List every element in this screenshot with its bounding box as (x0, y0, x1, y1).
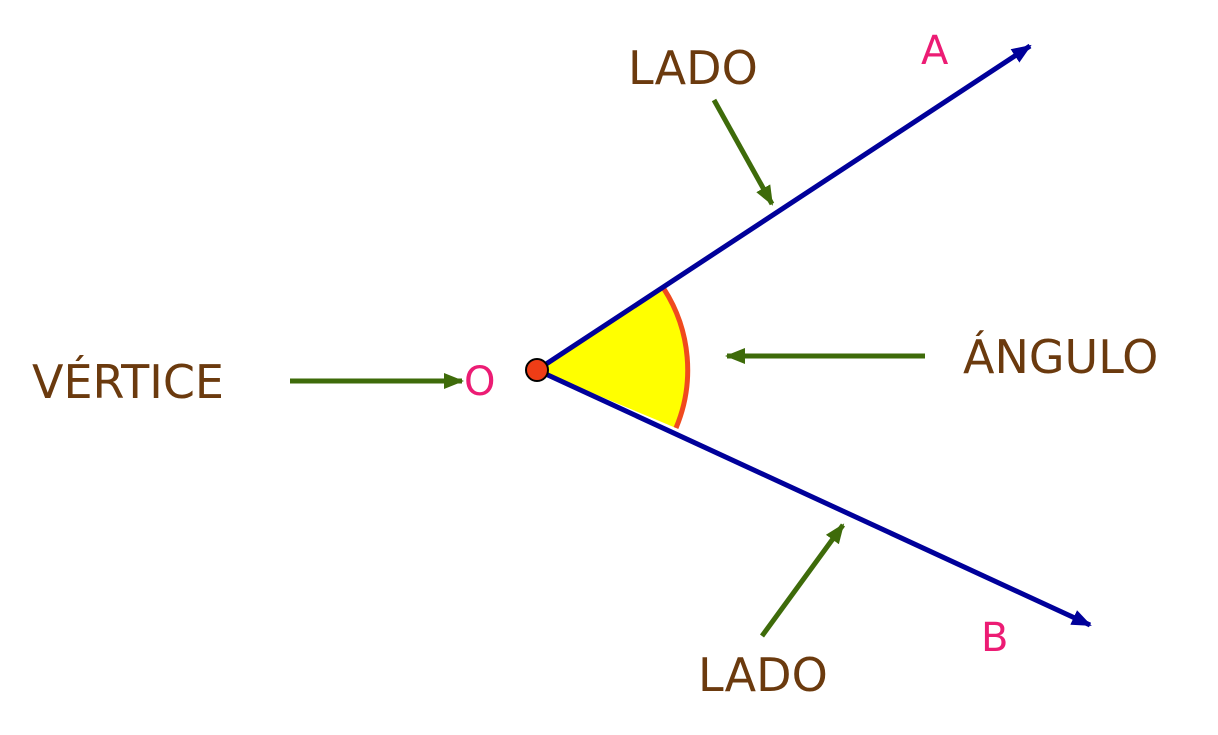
ray-oa (535, 43, 1032, 373)
pointer-arrow-side-bottom (759, 523, 846, 638)
point-label-a: A (921, 28, 949, 74)
angle-arc (661, 287, 691, 429)
angle-sector (537, 289, 688, 428)
side-label-top: LADO (628, 41, 758, 95)
pointer-arrow-side-top (711, 98, 775, 206)
side-label-bottom: LADO (698, 648, 828, 702)
angle-label: ÁNGULO (963, 330, 1158, 384)
vertex-label: VÉRTICE (32, 355, 224, 409)
point-label-o: O (464, 359, 495, 405)
ray-ob (535, 367, 1092, 628)
point-label-b: B (981, 615, 1008, 661)
vertex-dot (525, 358, 549, 382)
